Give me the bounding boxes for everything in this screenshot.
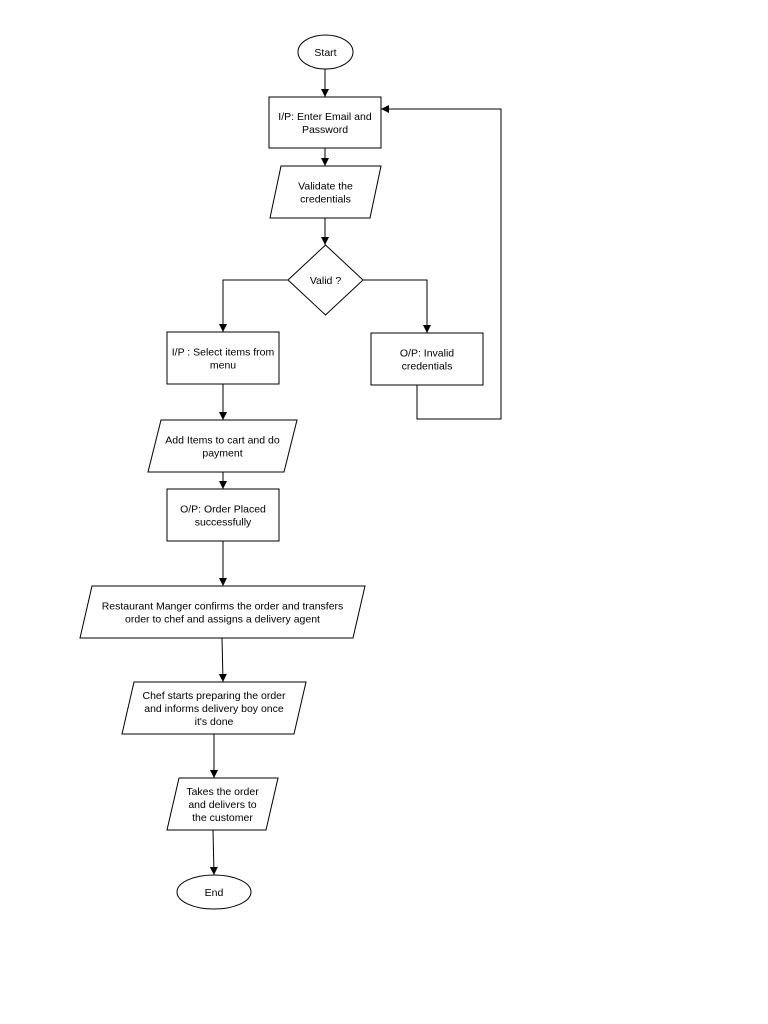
edge-add_to_cart-to-order_placed bbox=[219, 472, 227, 489]
arrowhead bbox=[423, 325, 431, 333]
data-parallelogram bbox=[147, 419, 298, 473]
arrowhead bbox=[381, 105, 389, 113]
node-label-line: it's done bbox=[195, 716, 234, 728]
connector-line bbox=[381, 108, 502, 420]
edge-order_placed-to-manager_confirms bbox=[219, 541, 227, 586]
edge-enter_credentials-to-validate bbox=[321, 148, 329, 166]
data-parallelogram bbox=[121, 681, 307, 735]
edge-deliver-to-end bbox=[209, 829, 218, 876]
node-label-line: Password bbox=[302, 124, 348, 136]
decision-diamond bbox=[287, 244, 364, 316]
connector-line bbox=[222, 279, 288, 332]
node-label-line: credentials bbox=[402, 361, 453, 373]
process-box bbox=[166, 488, 280, 542]
node-label-line: Takes the order bbox=[186, 786, 259, 798]
node-start: Start bbox=[297, 34, 354, 70]
arrowhead bbox=[219, 324, 227, 332]
edge-invalid_credentials-to-enter_credentials bbox=[381, 105, 502, 420]
edge-start-to-enter_credentials bbox=[321, 69, 329, 97]
node-label-line: I/P : Select items from bbox=[172, 347, 275, 359]
node-label-line: order to chef and assigns a delivery age… bbox=[125, 614, 320, 626]
arrowhead bbox=[321, 89, 329, 97]
edge-valid_decision-to-invalid_credentials bbox=[363, 279, 431, 333]
node-label-line: and informs delivery boy once bbox=[144, 703, 284, 715]
edge-validate-to-valid_decision bbox=[321, 218, 329, 245]
arrowhead bbox=[219, 578, 227, 586]
node-label-line: credentials bbox=[300, 194, 351, 206]
arrowhead bbox=[210, 770, 218, 778]
node-label-line: Start bbox=[314, 47, 336, 59]
edge-manager_confirms-to-chef_prepares bbox=[218, 637, 227, 683]
process-box bbox=[166, 331, 280, 385]
node-label-line: O/P: Invalid bbox=[400, 348, 454, 360]
edge-valid_decision-to-select_items bbox=[219, 279, 288, 332]
edge-select_items-to-add_to_cart bbox=[219, 384, 227, 420]
data-parallelogram bbox=[166, 777, 279, 831]
edge-chef_prepares-to-deliver bbox=[210, 734, 218, 778]
arrowhead bbox=[321, 158, 329, 166]
terminator-shape bbox=[176, 874, 252, 910]
node-label-line: menu bbox=[210, 360, 236, 372]
arrowhead bbox=[209, 866, 218, 875]
arrowhead bbox=[218, 673, 227, 682]
node-label-line: End bbox=[205, 887, 224, 899]
data-parallelogram bbox=[79, 585, 366, 639]
node-label-line: Add Items to cart and do bbox=[165, 435, 280, 447]
connector-line bbox=[363, 279, 428, 333]
node-label-line: Chef starts preparing the order bbox=[143, 690, 286, 702]
node-label-line: O/P: Order Placed bbox=[180, 504, 266, 516]
node-label-line: Valid ? bbox=[310, 275, 341, 287]
terminator-shape bbox=[297, 34, 354, 70]
arrowhead bbox=[219, 481, 227, 489]
node-label-line: Validate the bbox=[298, 181, 353, 193]
node-label-line: successfully bbox=[195, 517, 252, 529]
data-parallelogram bbox=[269, 165, 382, 219]
node-end: End bbox=[176, 874, 252, 910]
node-label-line: payment bbox=[202, 448, 242, 460]
node-valid-decision: Valid ? bbox=[287, 244, 364, 316]
arrowhead bbox=[321, 237, 329, 245]
node-label-line: Restaurant Manger confirms the order and… bbox=[102, 601, 344, 613]
arrowhead bbox=[219, 412, 227, 420]
edges-layer bbox=[209, 69, 502, 876]
node-label-line: and delivers to bbox=[188, 799, 256, 811]
node-label-line: the customer bbox=[192, 812, 253, 824]
node-manager-confirms: Restaurant Manger confirms the order and… bbox=[79, 585, 366, 639]
process-box bbox=[370, 332, 484, 386]
node-label-line: I/P: Enter Email and bbox=[278, 111, 372, 123]
process-box bbox=[268, 96, 382, 149]
